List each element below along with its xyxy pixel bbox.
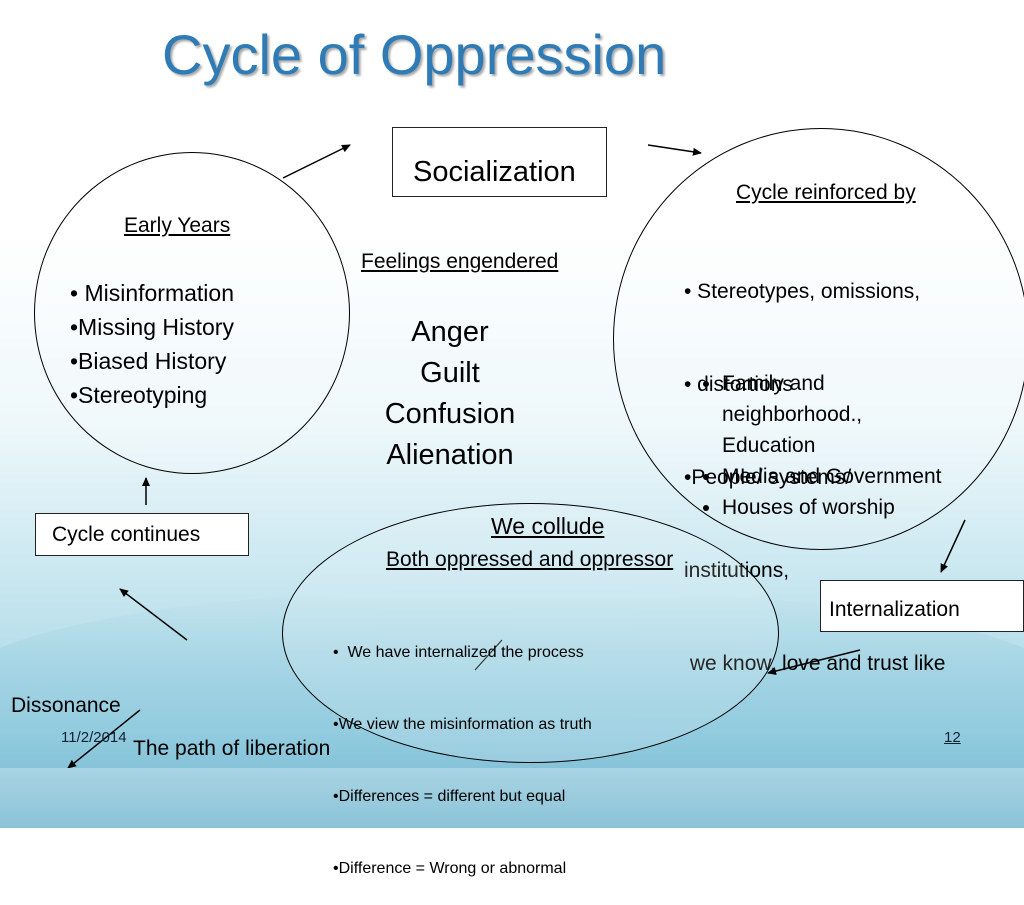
arrow-to-socialization (282, 144, 351, 179)
footer-date: 11/2/2014 (61, 729, 127, 746)
socialization-label: Socialization (413, 156, 576, 188)
reinforced-circle (613, 128, 1024, 550)
arrow-to-internalization (940, 519, 966, 573)
collude-item: •We view the misinformation as truth (333, 716, 592, 733)
reinforced-heading: Cycle reinforced by (736, 181, 916, 204)
footer-page-number: 12 (944, 729, 961, 746)
reinforced-bullet: Family and neighborhood., Education (722, 368, 912, 461)
early-years-list: • Misinformation •Missing History •Biase… (70, 276, 234, 412)
feeling-item: Alienation (386, 439, 514, 471)
early-years-item: •Missing History (70, 314, 234, 340)
early-years-item: • Misinformation (70, 280, 234, 306)
reinforced-lines: • Stereotypes, omissions, • distortions … (684, 214, 945, 710)
cycle-continues-label: Cycle continues (52, 523, 201, 546)
collude-item: •Difference = Wrong or abnormal (333, 860, 567, 877)
early-years-item: •Stereotyping (70, 382, 208, 408)
feelings-list: Anger Guilt Confusion Alienation (350, 312, 550, 476)
dissonance-label: Dissonance (11, 694, 121, 717)
reinforced-bullets: Family and neighborhood., Education Medi… (684, 368, 990, 523)
reinforced-bullet: Media and Government (722, 461, 990, 492)
collude-item: • We have internalized the process (333, 644, 584, 661)
feeling-item: Confusion (384, 398, 516, 430)
internalization-box: Internalization (820, 580, 1024, 632)
collude-heading: We collude (491, 513, 605, 539)
collude-list: • We have internalized the process •We v… (333, 593, 592, 905)
arrow-to-reinforced (647, 144, 702, 156)
early-years-circle (34, 152, 350, 474)
path-of-liberation-label: The path of liberation (133, 737, 331, 760)
reinforced-line: • distortions (684, 373, 793, 396)
feelings-heading: Feelings engendered (361, 250, 559, 273)
arrow-to-path (67, 709, 141, 768)
early-years-item: •Biased History (70, 348, 227, 374)
reinforced-line: •People/ systems/ (684, 466, 852, 489)
slide-title: Cycle of Oppression (162, 23, 667, 86)
feeling-item: Guilt (420, 357, 480, 389)
cycle-continues-box: Cycle continues (35, 513, 249, 556)
socialization-box: Socialization (392, 127, 607, 197)
feeling-item: Anger (411, 316, 489, 348)
arrow-to-collude (767, 649, 861, 675)
reinforced-line: • Stereotypes, omissions, (684, 280, 921, 303)
internalization-label: Internalization (829, 598, 960, 621)
collude-subheading: Both oppressed and oppressor (386, 548, 674, 571)
early-years-heading: Early Years (124, 214, 231, 237)
arrow-to-cycle-continues (119, 588, 188, 641)
collude-oval (282, 503, 779, 763)
reinforced-bullet: Houses of worship (722, 492, 990, 523)
collude-item: •Differences = different but equal (333, 788, 566, 805)
